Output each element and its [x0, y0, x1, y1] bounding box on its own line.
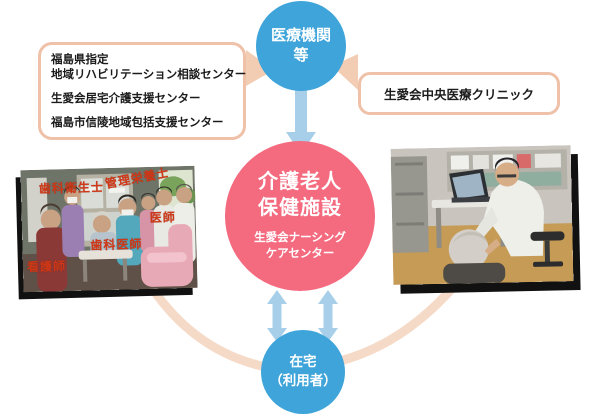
arrow-double-left — [267, 290, 287, 342]
doctor-label: 医師 — [149, 210, 176, 225]
clinic-box-label: 生愛会中央医療クリニック — [383, 88, 534, 102]
home-users-line1: 在宅 — [289, 354, 317, 370]
care-facility-subtitle-line1: 生愛会ナーシング — [254, 232, 346, 245]
wedge-left-box-connector — [246, 50, 274, 86]
dentist-label: 歯科医師 — [90, 237, 143, 253]
pink-dental-chair — [140, 224, 194, 287]
home-users-line2: （利用者） — [269, 373, 337, 388]
left-photo-dental-care-scene: 歯科衛生士 管理栄養士 医師 歯科医師 看護師 — [20, 165, 198, 293]
nurse-label: 看護師 — [26, 259, 67, 275]
support-center-line: 福島県指定 — [51, 54, 109, 66]
office-chair — [530, 231, 565, 267]
medical-institutions-line1: 医療機関 — [270, 26, 331, 44]
medical-institutions-circle: 医療機関 等 — [256, 1, 346, 91]
doctor-figure — [471, 157, 544, 257]
support-center-line: 福島市信陵地域包括支援センター — [51, 117, 224, 129]
patient-arm — [484, 238, 501, 255]
arrow-double-right — [318, 290, 338, 342]
pink-scrub-staff-figure — [139, 192, 159, 253]
door — [26, 177, 49, 243]
care-facility-title-line1: 介護老人 — [258, 171, 342, 194]
right-photo-illustration — [390, 145, 574, 285]
care-facility-title-line2: 保健施設 — [258, 197, 342, 220]
dental-hygienist-label: 歯科衛生士 — [38, 180, 105, 196]
laptop-base — [451, 196, 492, 203]
elderly-patient — [443, 229, 506, 284]
support-center-line: 地域リハビリテーション相談センター — [51, 69, 247, 81]
support-center-line: 生愛会居宅介護支援センター — [51, 93, 201, 105]
table — [78, 249, 133, 282]
left-photo-illustration — [20, 165, 198, 293]
gray-cabinet — [390, 156, 429, 253]
arc-right-photo-to-home — [335, 279, 461, 366]
nurse-figure — [36, 203, 68, 292]
care-facility-subtitle-line2: ケアセンター — [265, 248, 335, 260]
medical-institutions-line2: 等 — [293, 47, 309, 64]
purple-scrub-staff-figure — [61, 185, 85, 258]
care-facility-circle: 介護老人 保健施設 生愛会ナーシング ケアセンター — [225, 141, 375, 291]
clinic-box: 生愛会中央医療クリニック — [358, 72, 560, 115]
right-photo-clinic-exam-scene — [390, 145, 574, 285]
arrow-down-medical-to-center — [286, 86, 316, 154]
support-centers-box: 福島県指定 地域リハビリテーション相談センター 生愛会居宅介護支援センター 福島… — [38, 42, 246, 140]
arc-left-photo-to-home — [147, 283, 271, 372]
home-users-circle: 在宅 （利用者） — [261, 330, 345, 414]
glasses — [497, 174, 517, 178]
